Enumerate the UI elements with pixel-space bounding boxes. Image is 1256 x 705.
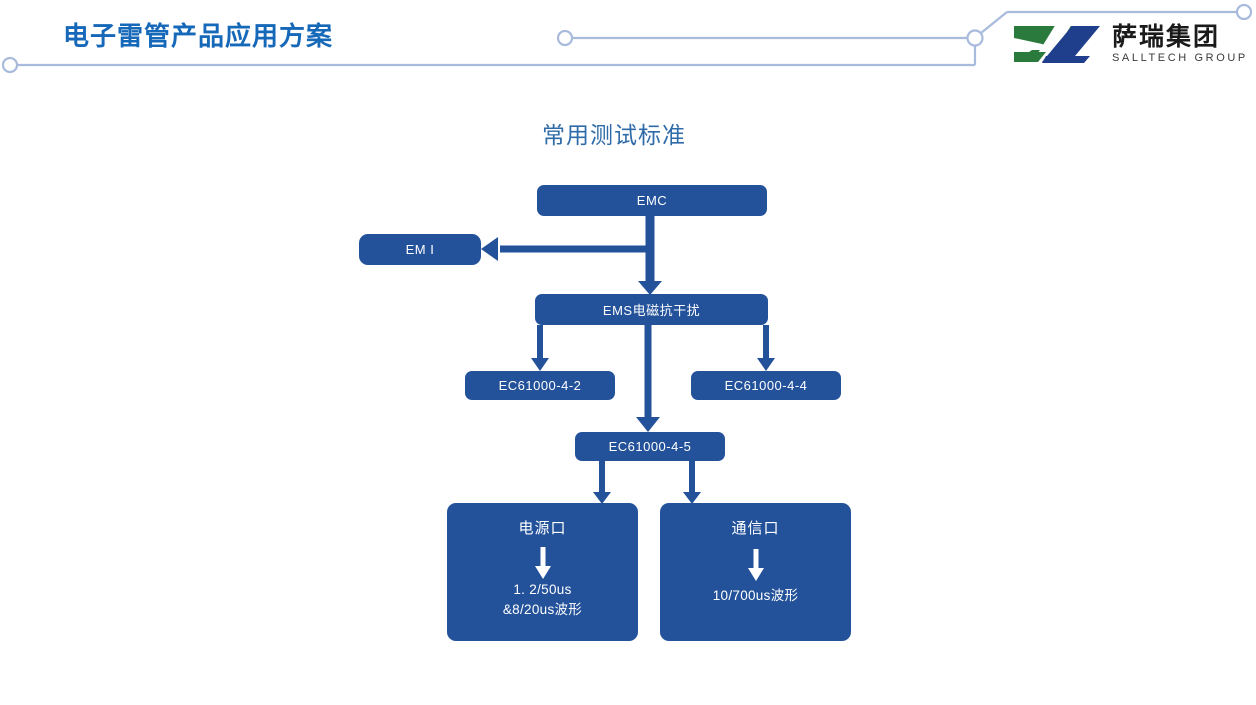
section-title: 常用测试标准 [0,116,1256,150]
node-ec61000-4-2[interactable]: EC61000-4-2 [465,371,615,400]
comm-port-down-arrow-icon [745,548,767,582]
node-ec61000-4-4[interactable]: EC61000-4-4 [691,371,841,400]
salltech-logo-mark-icon [1014,24,1100,66]
node-ec61000-4-5[interactable]: EC61000-4-5 [575,432,725,461]
node-power-port[interactable]: 电源口 1. 2/50us &8/20us波形 [447,503,638,641]
section-title-text: 常用测试标准 [542,122,686,148]
brand-name-cn: 萨瑞集团 [1112,22,1221,51]
node-ems-label: EMS电磁抗干扰 [602,303,701,318]
node-emi[interactable]: EM I [359,234,481,265]
node-emc-label: EMC [636,193,668,208]
brand-name-en: SALLTECH GROUP [1112,51,1248,64]
node-emc[interactable]: EMC [537,185,767,216]
header-band: 电子雷管产品应用方案 萨瑞集团 SALLTECH GROUP [0,0,1256,85]
power-port-down-arrow-icon [532,546,554,580]
brand-text: 萨瑞集团 SALLTECH GROUP [1112,22,1248,64]
node-ec61000-4-4-label: EC61000-4-4 [724,378,808,393]
node-power-port-heading: 电源口 [518,520,567,537]
node-ec61000-4-2-label: EC61000-4-2 [498,378,582,393]
node-power-port-body: 1. 2/50us &8/20us波形 [503,580,582,619]
node-power-port-line1: 1. 2/50us [513,582,572,597]
header-decorative-line [1,3,1253,74]
node-ems[interactable]: EMS电磁抗干扰 [535,294,768,325]
node-power-port-line2: &8/20us波形 [502,601,583,617]
node-comm-port[interactable]: 通信口 10/700us波形 [660,503,851,641]
brand-logo: 萨瑞集团 SALLTECH GROUP [1012,22,1248,66]
node-comm-port-heading: 通信口 [731,520,780,537]
node-comm-port-line1: 10/700us波形 [712,588,799,603]
node-emi-label: EM I [405,242,435,257]
node-ec61000-4-5-label: EC61000-4-5 [608,439,692,454]
node-comm-port-body: 10/700us波形 [713,586,799,606]
page-title: 电子雷管产品应用方案 [63,21,334,51]
